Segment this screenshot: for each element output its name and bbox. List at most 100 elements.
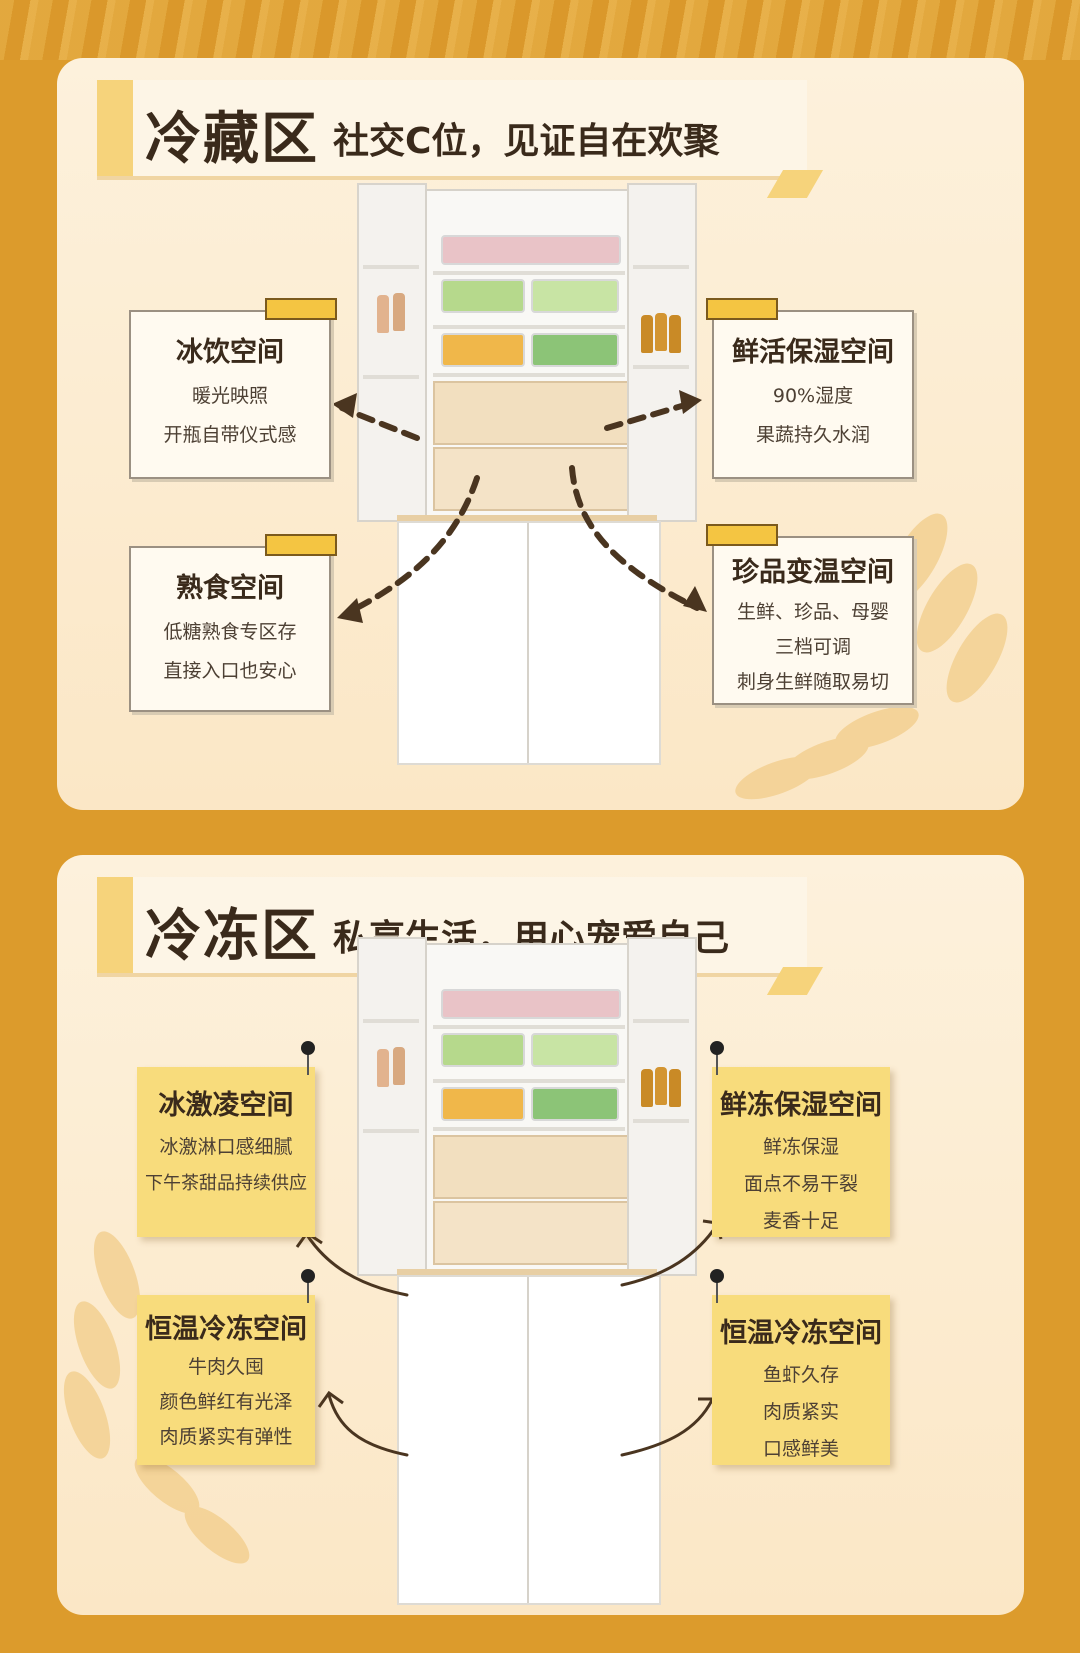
fridge-right-door	[627, 183, 697, 522]
card-line: 果蔬持久水润	[755, 424, 870, 446]
shelf	[433, 1025, 625, 1029]
refrigeration-subtitle: 社交C位，见证自在欢聚	[333, 121, 720, 162]
card-line: 暖光映照	[191, 385, 268, 407]
dashed-arrows-icon	[332, 390, 707, 623]
note-const-beef: 恒温冷冻空间 牛肉久囤 颜色鲜红有光泽 肉质紧实有弹性	[137, 1269, 315, 1465]
note-line: 肉质紧实有弹性	[159, 1426, 293, 1448]
pin-icon	[301, 1269, 315, 1283]
bottle	[669, 315, 681, 353]
fridge-interior	[425, 943, 633, 1277]
refrigeration-title: 冷藏区	[145, 107, 319, 172]
door-shelf	[633, 1019, 689, 1023]
card-line: 低糖熟食专区存	[163, 621, 297, 643]
fridge-right-door	[627, 937, 697, 1276]
freezer-title-box: 冷冻区 私享生活，用心宠爱自己	[97, 877, 824, 995]
fridge-image-lower	[357, 937, 697, 1615]
jar-row	[441, 989, 621, 1019]
card-tab	[706, 524, 778, 546]
shelf	[433, 1127, 625, 1131]
note-const-fish: 恒温冷冻空间 鱼虾久存 肉质紧实 口感鲜美	[710, 1269, 890, 1465]
door-shelf	[633, 1119, 689, 1123]
card-line: 生鲜、珍品、母婴	[736, 601, 889, 623]
produce-box	[441, 1033, 525, 1067]
door-shelf	[633, 365, 689, 369]
pin-stem	[716, 1053, 718, 1075]
note-fresh-freeze: 鲜冻保湿空间 鲜冻保湿 面点不易干裂 麦香十足	[710, 1041, 890, 1237]
door-shelf	[363, 1019, 419, 1023]
pin-icon	[710, 1269, 724, 1283]
note-title: 恒温冷冻空间	[145, 1314, 307, 1345]
wheat-decoration-icon	[63, 1231, 250, 1564]
produce-box	[531, 279, 619, 313]
card-title: 鲜活保湿空间	[732, 337, 894, 368]
note-line: 肉质紧实	[762, 1401, 839, 1423]
drawer-lower	[433, 1201, 629, 1265]
card-title: 冰饮空间	[176, 337, 284, 368]
card-line: 90%湿度	[772, 385, 854, 407]
produce-box	[441, 279, 525, 313]
fridge-image-upper	[357, 183, 697, 773]
shelf	[433, 1079, 625, 1083]
fridge-freezer-doors	[397, 1275, 661, 1605]
card-line: 直接入口也安心	[163, 660, 297, 682]
refrigeration-panel: 冷藏区 社交C位，见证自在欢聚	[57, 58, 1024, 810]
card-cooked: 熟食空间 低糖熟食专区存 直接入口也安心	[129, 534, 337, 712]
note-line: 冰激淋口感细腻	[159, 1136, 293, 1158]
door-shelf	[363, 265, 419, 269]
bottle	[641, 1069, 653, 1107]
shelf	[433, 271, 625, 275]
door-shelf	[633, 265, 689, 269]
door-shelf	[363, 1129, 419, 1133]
card-tab	[265, 534, 337, 556]
bottle	[377, 1049, 389, 1087]
card-tab	[265, 298, 337, 320]
fruit-box	[441, 333, 525, 367]
note-line: 麦香十足	[762, 1210, 839, 1232]
door-shelf	[363, 375, 419, 379]
card-fresh-humid: 鲜活保湿空间 90%湿度 果蔬持久水润	[706, 298, 914, 479]
note-line: 牛肉久囤	[187, 1356, 264, 1378]
card-title: 珍品变温空间	[732, 557, 894, 588]
note-line: 下午茶甜品持续供应	[145, 1173, 307, 1194]
fridge-freezer-doors	[397, 521, 661, 765]
bottle	[393, 293, 405, 331]
note-title: 恒温冷冻空间	[720, 1318, 882, 1349]
pin-stem	[307, 1281, 309, 1303]
refrigeration-title-box: 冷藏区 社交C位，见证自在欢聚	[97, 80, 824, 198]
freezer-panel: 冷冻区 私享生活，用心宠爱自己	[57, 855, 1024, 1615]
bottle	[655, 1067, 667, 1105]
note-line: 鱼虾久存	[762, 1364, 839, 1386]
pin-stem	[307, 1053, 309, 1075]
note-ice-cream: 冰激凌空间 冰激淋口感细腻 下午茶甜品持续供应	[137, 1041, 315, 1237]
vegetable-box	[531, 1087, 619, 1121]
wheat-background-top	[0, 0, 1080, 60]
bottle	[377, 295, 389, 333]
fridge-left-door	[357, 937, 427, 1276]
fridge-trim	[397, 515, 657, 523]
note-line: 鲜冻保湿	[762, 1136, 839, 1158]
card-line: 开瓶自带仪式感	[163, 424, 297, 446]
note-line: 口感鲜美	[762, 1438, 839, 1460]
shelf	[433, 325, 625, 329]
vegetable-box	[531, 333, 619, 367]
note-title: 冰激凌空间	[158, 1090, 294, 1121]
card-ice-drink: 冰饮空间 暖光映照 开瓶自带仪式感	[129, 298, 337, 479]
fridge-interior	[425, 189, 633, 523]
bottle	[655, 313, 667, 351]
card-variable: 珍品变温空间 生鲜、珍品、母婴 三档可调 刺身生鲜随取易切	[706, 524, 914, 705]
fruit-box	[441, 1087, 525, 1121]
card-line: 刺身生鲜随取易切	[736, 671, 889, 693]
pin-icon	[710, 1041, 724, 1055]
fridge-trim	[397, 1269, 657, 1277]
pin-stem	[716, 1281, 718, 1303]
note-line: 面点不易干裂	[743, 1173, 858, 1195]
bottle	[393, 1047, 405, 1085]
drawer-upper	[433, 381, 629, 445]
shelf	[433, 373, 625, 377]
note-title: 鲜冻保湿空间	[720, 1090, 882, 1121]
jar-row	[441, 235, 621, 265]
card-line: 三档可调	[774, 636, 851, 658]
card-tab	[706, 298, 778, 320]
pin-icon	[301, 1041, 315, 1055]
freezer-title: 冷冻区	[145, 904, 319, 969]
